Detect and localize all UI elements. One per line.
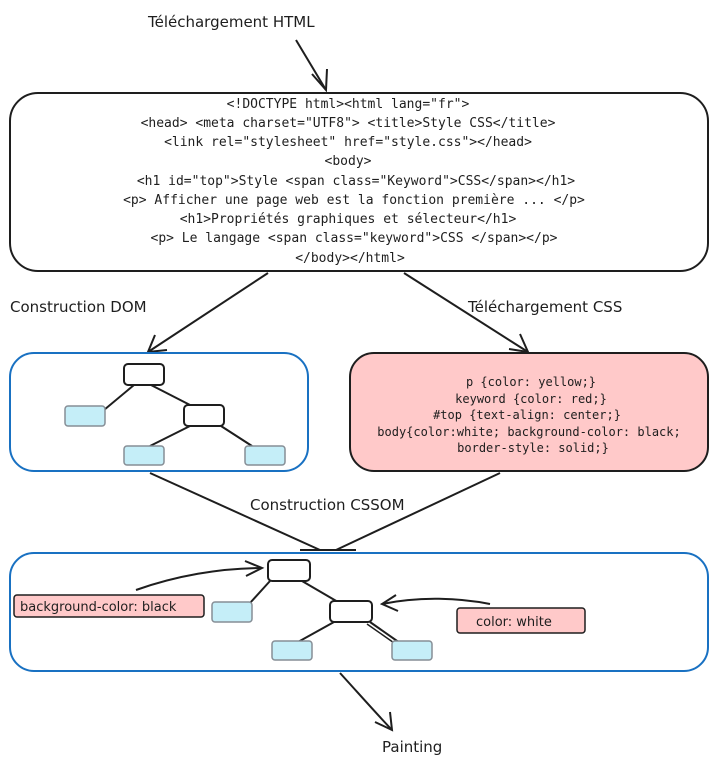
dom-tree	[64, 363, 286, 466]
html-line-1: <!DOCTYPE html><html lang="fr">	[227, 97, 470, 112]
dom-leaf-3	[244, 445, 286, 466]
css-line-4: body{color:white; background-color: blac…	[377, 425, 680, 439]
render-leaf-2	[271, 640, 313, 661]
dom-node-root	[123, 363, 165, 386]
arrowhead-html-download	[311, 68, 328, 93]
css-line-2: keyword {color: red;}	[455, 392, 607, 406]
css-download-label: Téléchargement CSS	[467, 298, 622, 316]
arrow-css-to-render	[335, 472, 501, 551]
arrow-html-download	[295, 39, 327, 91]
color-style-text: color: white	[476, 615, 552, 630]
arrow-background-to-root	[135, 567, 263, 591]
arrowhead-background	[244, 560, 265, 577]
dom-leaf-1	[64, 405, 106, 427]
color-style-tag	[456, 607, 586, 634]
arrow-to-css	[403, 272, 529, 353]
html-line-7: <h1>Propriétés graphiques et sélecteur</…	[180, 212, 517, 227]
arrowhead-painting	[374, 711, 394, 732]
css-line-1: p {color: yellow;}	[466, 375, 596, 389]
render-tree	[211, 559, 433, 661]
render-node-root	[267, 559, 311, 582]
dom-leaf-2	[123, 445, 165, 466]
dom-node-body	[183, 404, 225, 427]
html-line-8: <p> Le langage <span class="keyword">CSS…	[151, 231, 558, 246]
arrow-color-to-body	[381, 597, 491, 605]
background-style-tag	[13, 594, 205, 618]
html-line-2: <head> <meta charset="UTF8"> <title>Styl…	[141, 116, 556, 131]
arrow-to-painting	[339, 672, 393, 731]
html-code-box	[9, 92, 709, 272]
html-line-6: <p> Afficher une page web est la fonctio…	[123, 193, 585, 208]
css-line-3: #top {text-align: center;}	[433, 408, 621, 422]
dom-construction-label: Construction DOM	[10, 298, 147, 316]
render-node-body	[329, 600, 373, 623]
html-code-block: <!DOCTYPE html><html lang="fr"> <head> <…	[123, 95, 589, 266]
html-line-5: <h1 id="top">Style <span class="Keyword"…	[137, 174, 575, 189]
painting-label: Painting	[382, 738, 442, 756]
html-line-3: <link rel="stylesheet" href="style.css">…	[164, 135, 532, 150]
background-style-text: background-color: black	[20, 600, 177, 615]
render-leaf-3	[391, 640, 433, 661]
html-download-label: Téléchargement HTML	[147, 13, 315, 31]
css-code-block: p {color: yellow;} keyword {color: red;}…	[377, 373, 684, 455]
arrow-dom-to-render	[149, 472, 321, 551]
html-line-9: </body></html>	[295, 251, 405, 266]
css-line-5: border-style: solid;}	[457, 441, 609, 455]
arrowhead-color	[379, 594, 399, 612]
html-line-4: <body>	[325, 154, 372, 169]
css-code-box	[349, 352, 709, 472]
cssom-construction-label: Construction CSSOM	[250, 496, 405, 514]
arrow-to-dom	[147, 272, 269, 353]
dom-tree-box	[9, 352, 309, 472]
render-leaf-1	[211, 601, 253, 623]
